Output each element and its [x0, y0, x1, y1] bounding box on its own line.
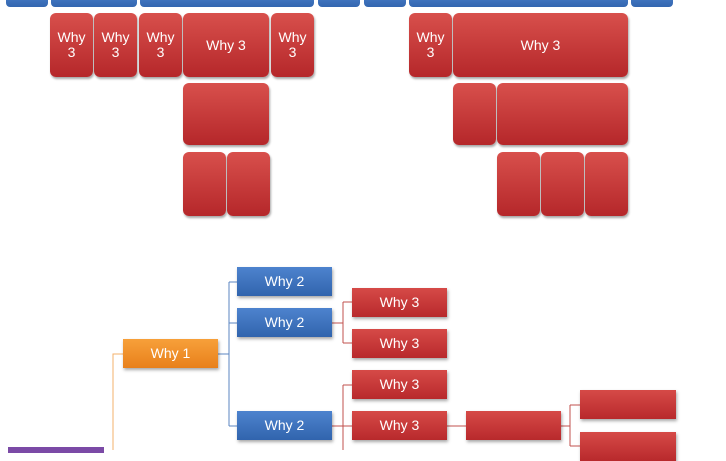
why3-box-left-3: Why 3 — [139, 13, 182, 77]
tree-connectors — [112, 281, 580, 450]
top-blue-strip-2 — [51, 0, 137, 7]
top-blue-strip-6 — [409, 0, 628, 7]
red-box-right-row2-b — [497, 83, 628, 145]
red-box-left-row3-a — [183, 152, 226, 216]
top-blue-strip-7 — [631, 0, 673, 7]
why1-node: Why 1 — [123, 339, 218, 368]
why3-node-3: Why 3 — [352, 370, 447, 399]
top-blue-strip-3 — [140, 0, 314, 7]
red-box-right-row3-a — [497, 152, 540, 216]
connector-root-why1 — [112, 353, 123, 450]
red-box-left-row3-b — [227, 152, 270, 216]
why2-node-1: Why 2 — [237, 267, 332, 296]
root-node — [8, 447, 104, 453]
why3-node-1: Why 3 — [352, 288, 447, 317]
why3-box-left-2: Why 3 — [94, 13, 137, 77]
why3-node-4: Why 3 — [352, 411, 447, 440]
red-box-right-row2-a — [453, 83, 496, 145]
why3-box-right-small: Why 3 — [409, 13, 452, 77]
red-box-right-row3-c — [585, 152, 628, 216]
top-blue-strip-5 — [364, 0, 406, 7]
why3-box-left-1: Why 3 — [50, 13, 93, 77]
why3-box-right-big: Why 3 — [453, 13, 628, 77]
why2-node-3: Why 2 — [237, 411, 332, 440]
top-blue-strip-4 — [318, 0, 360, 7]
level5-node — [466, 411, 561, 440]
level6-node-1 — [580, 390, 676, 419]
why3-node-2: Why 3 — [352, 329, 447, 358]
why2-node-2: Why 2 — [237, 308, 332, 337]
red-box-left-row2 — [183, 83, 269, 145]
why3-box-left-big: Why 3 — [183, 13, 269, 77]
top-blue-strip-1 — [6, 0, 48, 7]
red-box-right-row3-b — [541, 152, 584, 216]
why3-box-left-5: Why 3 — [271, 13, 314, 77]
level6-node-2 — [580, 432, 676, 461]
